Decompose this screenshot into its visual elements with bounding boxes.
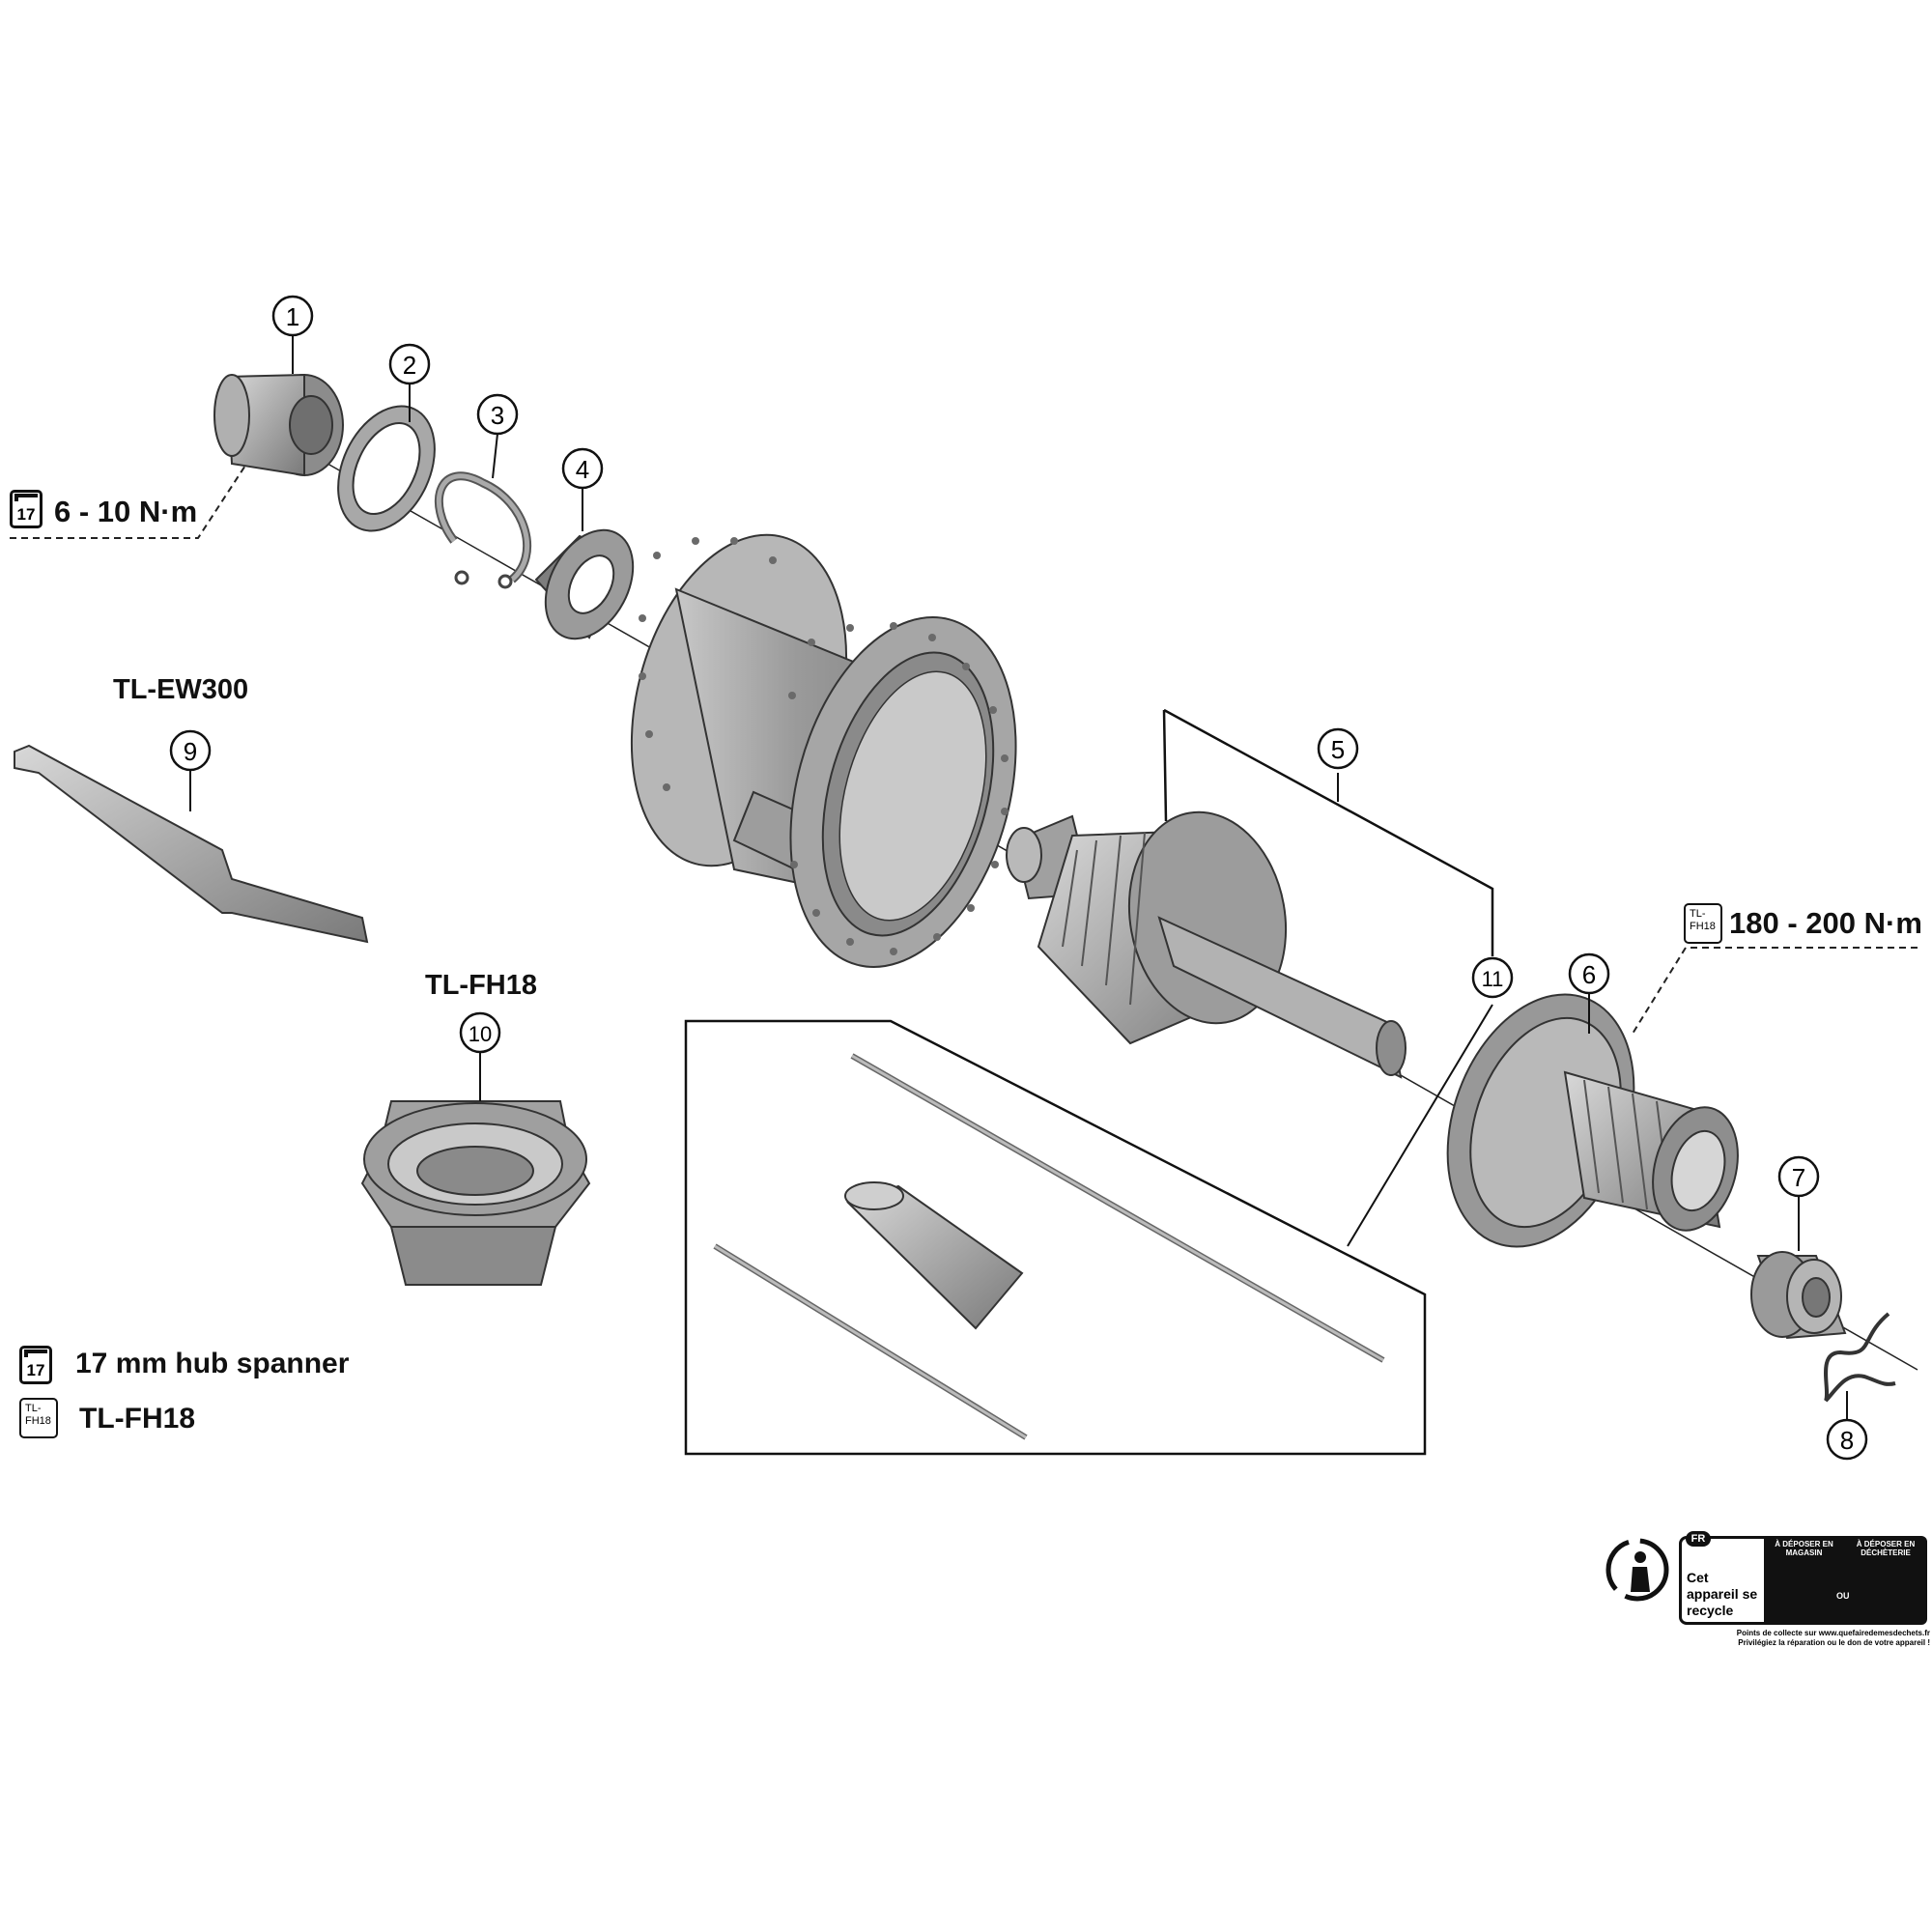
recycle-footer-line-2: Privilégiez la réparation ou le don de v… — [1738, 1638, 1930, 1647]
tool-9-label: TL-EW300 — [113, 674, 249, 705]
part-10-tool-tl-fh18 — [360, 1100, 591, 1286]
callout-1: 1 — [271, 295, 314, 374]
recycle-badge-footer: Points de collecte sur www.quefairedemes… — [1689, 1629, 1930, 1648]
part-4-bearing — [534, 528, 635, 640]
part-7-end-cap — [1750, 1251, 1847, 1340]
hub-shell — [630, 533, 1017, 968]
callout-8: 8 — [1826, 1391, 1868, 1461]
legend-spanner-text: 17 mm hub spanner — [75, 1348, 350, 1379]
callout-10: 10 — [459, 1011, 501, 1101]
recycle-option-store: À DÉPOSER EN MAGASIN — [1775, 1540, 1833, 1557]
callout-3-label: 3 — [491, 401, 504, 430]
part-2-washer — [337, 405, 436, 532]
callout-9-label: 9 — [184, 737, 197, 766]
callout-2: 2 — [388, 343, 431, 422]
callout-7-label: 7 — [1792, 1163, 1805, 1192]
callout-6: 6 — [1568, 952, 1610, 1034]
part-6-freehub-body — [1446, 993, 1739, 1248]
part-5-bracket — [1162, 708, 1494, 956]
part-5-freehub-internals — [1006, 810, 1406, 1079]
callout-10-label: 10 — [469, 1022, 492, 1046]
torque-right-value: 180 - 200 N·m — [1729, 906, 1922, 940]
recycle-or-word: OU — [1836, 1591, 1850, 1601]
callout-9: 9 — [169, 729, 212, 811]
callout-7: 7 — [1777, 1155, 1820, 1251]
recycle-badge-options-panel — [1764, 1536, 1927, 1625]
tool-icon-tl-fh18: TL- FH18 — [1684, 903, 1722, 944]
triman-recycle-icon — [1605, 1538, 1669, 1602]
callout-4: 4 — [561, 447, 604, 531]
part-11-contents — [713, 1053, 1385, 1440]
tool-10-label: TL-FH18 — [425, 970, 537, 1001]
callout-2-label: 2 — [403, 351, 416, 380]
callout-8-label: 8 — [1840, 1426, 1854, 1455]
hub-spanner-icon-number: 17 — [16, 505, 36, 524]
hub-spanner-icon: 17 — [10, 490, 43, 528]
recycle-badge-country: FR — [1686, 1531, 1711, 1547]
legend-spanner-icon-number: 17 — [26, 1361, 45, 1379]
callout-11-label: 11 — [1482, 967, 1504, 991]
part-11-inset-box — [684, 1019, 1427, 1456]
legend-tool-text: TL-FH18 — [79, 1403, 195, 1435]
recycle-option-dump: À DÉPOSER EN DÉCHÈTERIE — [1856, 1540, 1916, 1557]
legend-spanner-icon: 17 — [19, 1346, 52, 1384]
legend-tool-icon: TL- FH18 — [19, 1398, 58, 1438]
callout-6-label: 6 — [1582, 960, 1596, 989]
callout-5-label: 5 — [1331, 735, 1345, 764]
recycle-badge-main-text: Cet appareil se recycle — [1687, 1570, 1758, 1618]
recycle-footer-line-1: Points de collecte sur www.quefairedemes… — [1736, 1629, 1930, 1637]
callout-5: 5 — [1317, 727, 1359, 770]
callout-3: 3 — [476, 393, 519, 479]
part-11-leader — [1347, 1004, 1493, 1247]
torque-leader-right — [1632, 947, 1918, 1035]
torque-leader-left — [10, 448, 257, 539]
part-1-axle-end-cap — [213, 373, 344, 477]
callout-4-label: 4 — [576, 455, 589, 484]
part-9-tool-tl-ew300 — [14, 744, 369, 944]
callout-1-label: 1 — [286, 302, 299, 331]
callout-11: 11 — [1471, 956, 1514, 999]
part-8-wire-clip — [1824, 1312, 1896, 1403]
torque-top-left-value: 6 - 10 N·m — [54, 495, 198, 528]
part-3-snap-ring — [435, 471, 531, 589]
